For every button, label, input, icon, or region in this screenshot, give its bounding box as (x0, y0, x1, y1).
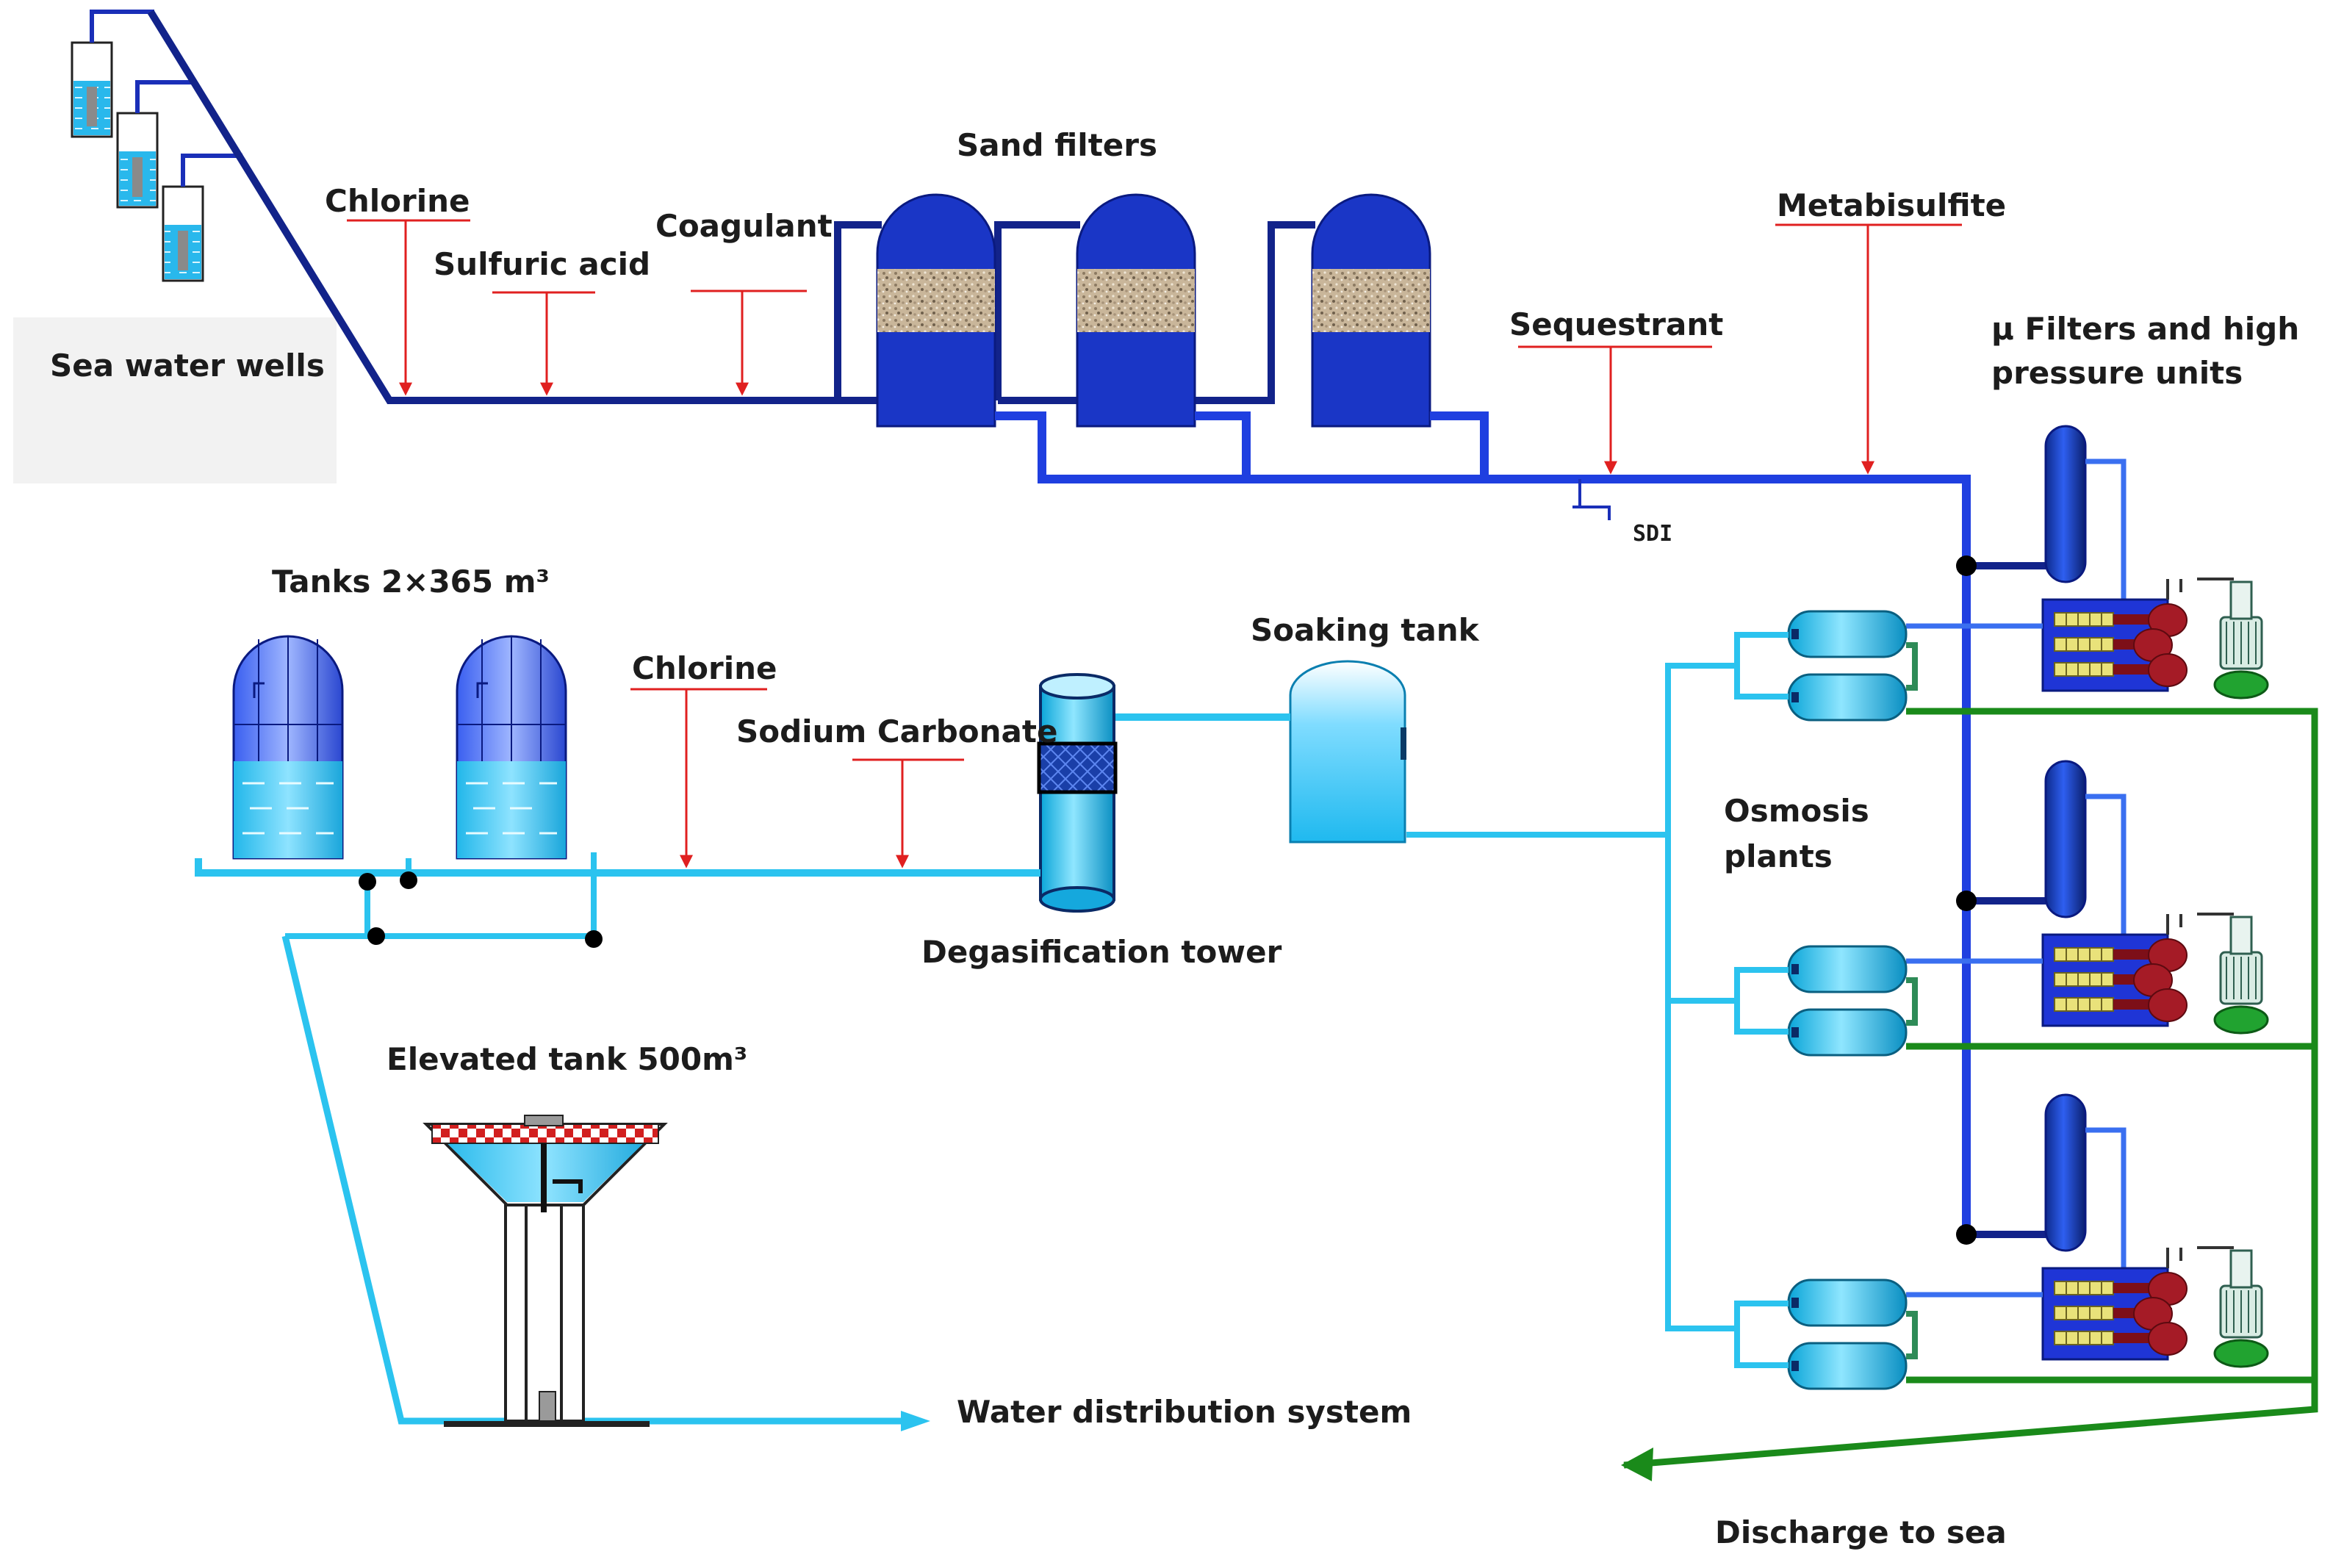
dosing-sequestrant (1518, 345, 1712, 475)
micro-filter-2 (2044, 760, 2087, 918)
label-degasification-tower: Degasification tower (921, 934, 1282, 970)
label-chlorine-raw: Chlorine (325, 183, 470, 219)
well-1 (71, 10, 154, 138)
label-osmosis-line2: plants (1724, 838, 1833, 874)
label-sequestrant: Sequestrant (1509, 306, 1723, 342)
mu-filter-train-3 (1956, 1093, 2269, 1368)
dosing-sulfuric-acid (492, 291, 595, 396)
sand-filter-2 (1076, 193, 1196, 428)
label-sulfuric-acid: Sulfuric acid (434, 246, 650, 282)
dosing-chlorine-raw (347, 219, 470, 396)
label-elevated-tank: Elevated tank 500m³ (387, 1041, 747, 1077)
label-water-distribution: Water distribution system (957, 1394, 1412, 1430)
osmosis-plant-1 (1789, 611, 1915, 720)
dosing-chlorine-product (630, 688, 767, 868)
label-coagulant: Coagulant (655, 208, 833, 244)
wells-label-background (13, 317, 337, 483)
storage-tank-2 (456, 635, 567, 860)
label-sea-water-wells: Sea water wells (50, 348, 325, 384)
label-chlorine-product: Chlorine (632, 650, 777, 686)
dosing-coagulant (691, 289, 807, 396)
storage-tank-1 (232, 635, 344, 860)
label-sand-filters: Sand filters (957, 127, 1157, 163)
label-sodium-carbonate: Sodium Carbonate (736, 713, 1057, 749)
product-water-pipeline (195, 852, 1040, 1431)
micro-filter-1 (2044, 425, 2087, 583)
high-pressure-unit-3 (2041, 1246, 2269, 1368)
label-sdi: SDI (1633, 521, 1672, 547)
high-pressure-unit-2 (2041, 913, 2269, 1035)
high-pressure-feed-lines (1906, 623, 2043, 1298)
sand-filter-3 (1311, 193, 1431, 428)
brine-discharge-pipeline (1621, 708, 2318, 1481)
elevated-tank (423, 1115, 668, 1427)
osmosis-plant-2 (1789, 946, 1915, 1055)
label-osmosis-line1: Osmosis (1724, 793, 1869, 829)
osmosis-plant-3 (1789, 1280, 1915, 1389)
sand-filter-1 (876, 193, 996, 428)
label-mu-filters-line2: pressure units (1991, 355, 2243, 391)
label-discharge-to-sea: Discharge to sea (1715, 1514, 2007, 1550)
micro-filter-3 (2044, 1093, 2087, 1252)
sdi-sampling-tap (1572, 479, 1611, 520)
mu-filter-train-2 (1956, 760, 2269, 1035)
permeate-pipeline (1406, 632, 1789, 1368)
dosing-sodium-carbonate (852, 758, 964, 868)
dosing-metabisulfite (1775, 223, 1962, 475)
well-3 (162, 154, 242, 282)
label-soaking-tank: Soaking tank (1251, 612, 1480, 648)
mu-filter-train-1 (1956, 425, 2269, 700)
label-mu-filters-line1: μ Filters and high (1991, 311, 2299, 347)
degasification-tower (1037, 673, 1118, 913)
soaking-tank (1289, 660, 1406, 844)
label-tanks: Tanks 2×365 m³ (272, 564, 550, 600)
sea-water-wells (13, 10, 337, 483)
filtered-water-pipeline (995, 411, 1971, 1212)
well-2 (116, 80, 191, 209)
high-pressure-unit-1 (2041, 578, 2269, 700)
label-metabisulfite: Metabisulfite (1777, 187, 2006, 223)
